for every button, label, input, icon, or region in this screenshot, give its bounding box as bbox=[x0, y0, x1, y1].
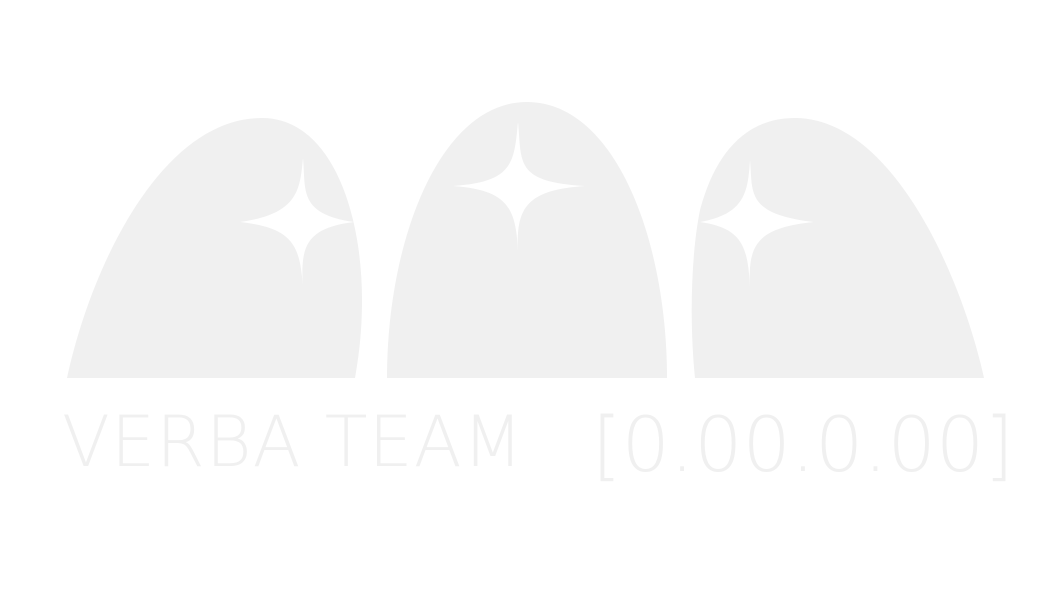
right-dome-shape bbox=[691, 118, 984, 378]
team-name-text: VERBA TEAM bbox=[62, 401, 524, 483]
version-text: [0.00.0.00] bbox=[592, 400, 1014, 489]
center-dome-shape bbox=[387, 102, 667, 378]
left-sparkle-icon bbox=[240, 158, 354, 288]
center-sparkle-icon bbox=[453, 122, 585, 252]
left-dome-shape bbox=[67, 118, 362, 378]
right-sparkle-icon bbox=[700, 160, 814, 288]
